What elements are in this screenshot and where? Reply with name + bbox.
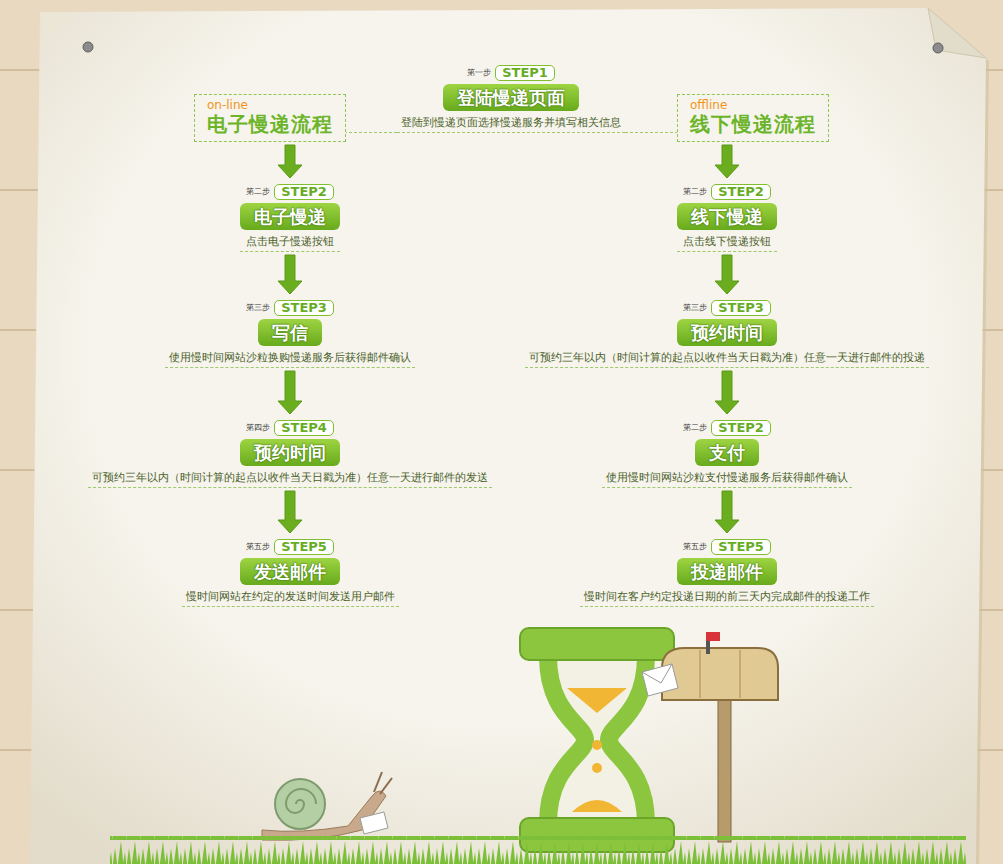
step-number-label: 第三步 [683,303,707,312]
paper-sheet [30,8,986,864]
envelope-flap [642,664,672,683]
snail-antenna [374,772,382,792]
step-description: 登陆到慢递页面选择慢递服务并填写相关信息 [397,115,625,133]
branch-title: 线下慢递流程 [690,112,816,136]
mailbox-plank [700,650,701,698]
flow-arrow [278,145,302,178]
paper-curl [40,12,78,40]
mailbox [642,632,778,842]
mailbox-plank [740,650,741,698]
hourglass-side [609,656,646,824]
step-group: 第五步 STEP5 发送邮件慢时间网站在约定的发送时间发送用户邮件 [182,536,399,607]
step-title: 线下慢递 [677,203,777,230]
flow-arrow [278,491,302,533]
step-pill: STEP2 [711,184,771,200]
sand [567,688,627,713]
step-number-label: 第二步 [246,187,270,196]
step-title: 登陆慢递页面 [443,84,579,111]
sand-drop [592,763,602,773]
step-number-label: 第五步 [683,542,707,551]
step-number-label: 第三步 [246,303,270,312]
step-title: 投递邮件 [677,558,777,585]
flow-arrow [715,255,739,294]
step-description: 慢时间在客户约定投递日期的前三天内完成邮件的投递工作 [580,589,874,607]
flow-arrow [278,371,302,414]
step-title: 写信 [258,319,322,346]
flow-arrow [715,145,739,178]
step-pill: STEP5 [274,539,334,555]
step-group: 第三步 STEP3 写信使用慢时间网站沙粒换购慢递服务后获得邮件确认 [165,297,415,368]
step-description: 慢时间网站在约定的发送时间发送用户邮件 [182,589,399,607]
branch-tag: on-line [207,98,333,112]
branch-header-box: offline线下慢递流程 [677,94,829,142]
flow-arrow [715,491,739,533]
grass [110,836,966,864]
step-group: 第二步 STEP2 电子慢递点击电子慢递按钮 [240,181,340,252]
snail-antenna [380,778,392,794]
envelope [360,812,388,834]
step-pill: STEP5 [711,539,771,555]
step-pill: STEP4 [274,420,334,436]
step-pill: STEP2 [711,420,771,436]
step-number-label: 第五步 [246,542,270,551]
step-number-label: 第一步 [467,68,491,77]
mailbox-body [662,648,778,700]
step-group: 第二步 STEP2 支付使用慢时间网站沙粒支付慢递服务后获得邮件确认 [602,417,852,488]
snail-shell [275,779,325,829]
hourglass [520,628,674,852]
flow-arrow [278,255,302,294]
step-group: 第一步 STEP1 登陆慢递页面登陆到慢递页面选择慢递服务并填写相关信息 [397,62,625,133]
step-description: 点击线下慢递按钮 [677,234,777,252]
step-group: 第四步 STEP4 预约时间可预约三年以内（时间计算的起点以收件当天日戳为准）任意一… [88,417,492,488]
step-number-label: 第四步 [246,423,270,432]
step-pill: STEP3 [274,300,334,316]
sand-pile [572,800,622,812]
step-number-label: 第二步 [683,423,707,432]
dashed-connector [346,132,397,133]
step-number-label: 第二步 [683,187,707,196]
step-description: 使用慢时间网站沙粒支付慢递服务后获得邮件确认 [602,470,852,488]
snail [262,772,392,840]
mailbox-post [718,690,731,842]
step-description: 可预约三年以内（时间计算的起点以收件当天日戳为准）任意一天进行邮件的投递 [525,350,929,368]
step-pill: STEP1 [495,65,555,81]
step-description: 使用慢时间网站沙粒换购慢递服务后获得邮件确认 [165,350,415,368]
step-pill: STEP3 [711,300,771,316]
branch-title: 电子慢递流程 [207,112,333,136]
envelope [642,664,678,696]
step-pill: STEP2 [274,184,334,200]
step-group: 第五步 STEP5 投递邮件慢时间在客户约定投递日期的前三天内完成邮件的投递工作 [580,536,874,607]
step-description: 点击电子慢递按钮 [240,234,340,252]
hourglass-cap [520,628,674,660]
paper-fold [928,8,986,58]
dashed-connector [625,132,677,133]
pin [933,43,943,53]
step-group: 第三步 STEP3 预约时间可预约三年以内（时间计算的起点以收件当天日戳为准）任意一… [525,297,929,368]
pin [83,42,93,52]
branch-header-box: on-line电子慢递流程 [194,94,346,142]
step-title: 电子慢递 [240,203,340,230]
shell-spiral [286,789,316,813]
branch-tag: offline [690,98,816,112]
flow-arrow [715,371,739,414]
step-title: 预约时间 [677,319,777,346]
step-group: 第二步 STEP2 线下慢递点击线下慢递按钮 [677,181,777,252]
hourglass-side [548,656,585,824]
flag [706,632,720,641]
hourglass-glass [556,660,638,822]
step-title: 支付 [695,439,759,466]
step-title: 预约时间 [240,439,340,466]
sand-drop [592,740,602,750]
step-title: 发送邮件 [240,558,340,585]
step-description: 可预约三年以内（时间计算的起点以收件当天日戳为准）任意一天进行邮件的发送 [88,470,492,488]
